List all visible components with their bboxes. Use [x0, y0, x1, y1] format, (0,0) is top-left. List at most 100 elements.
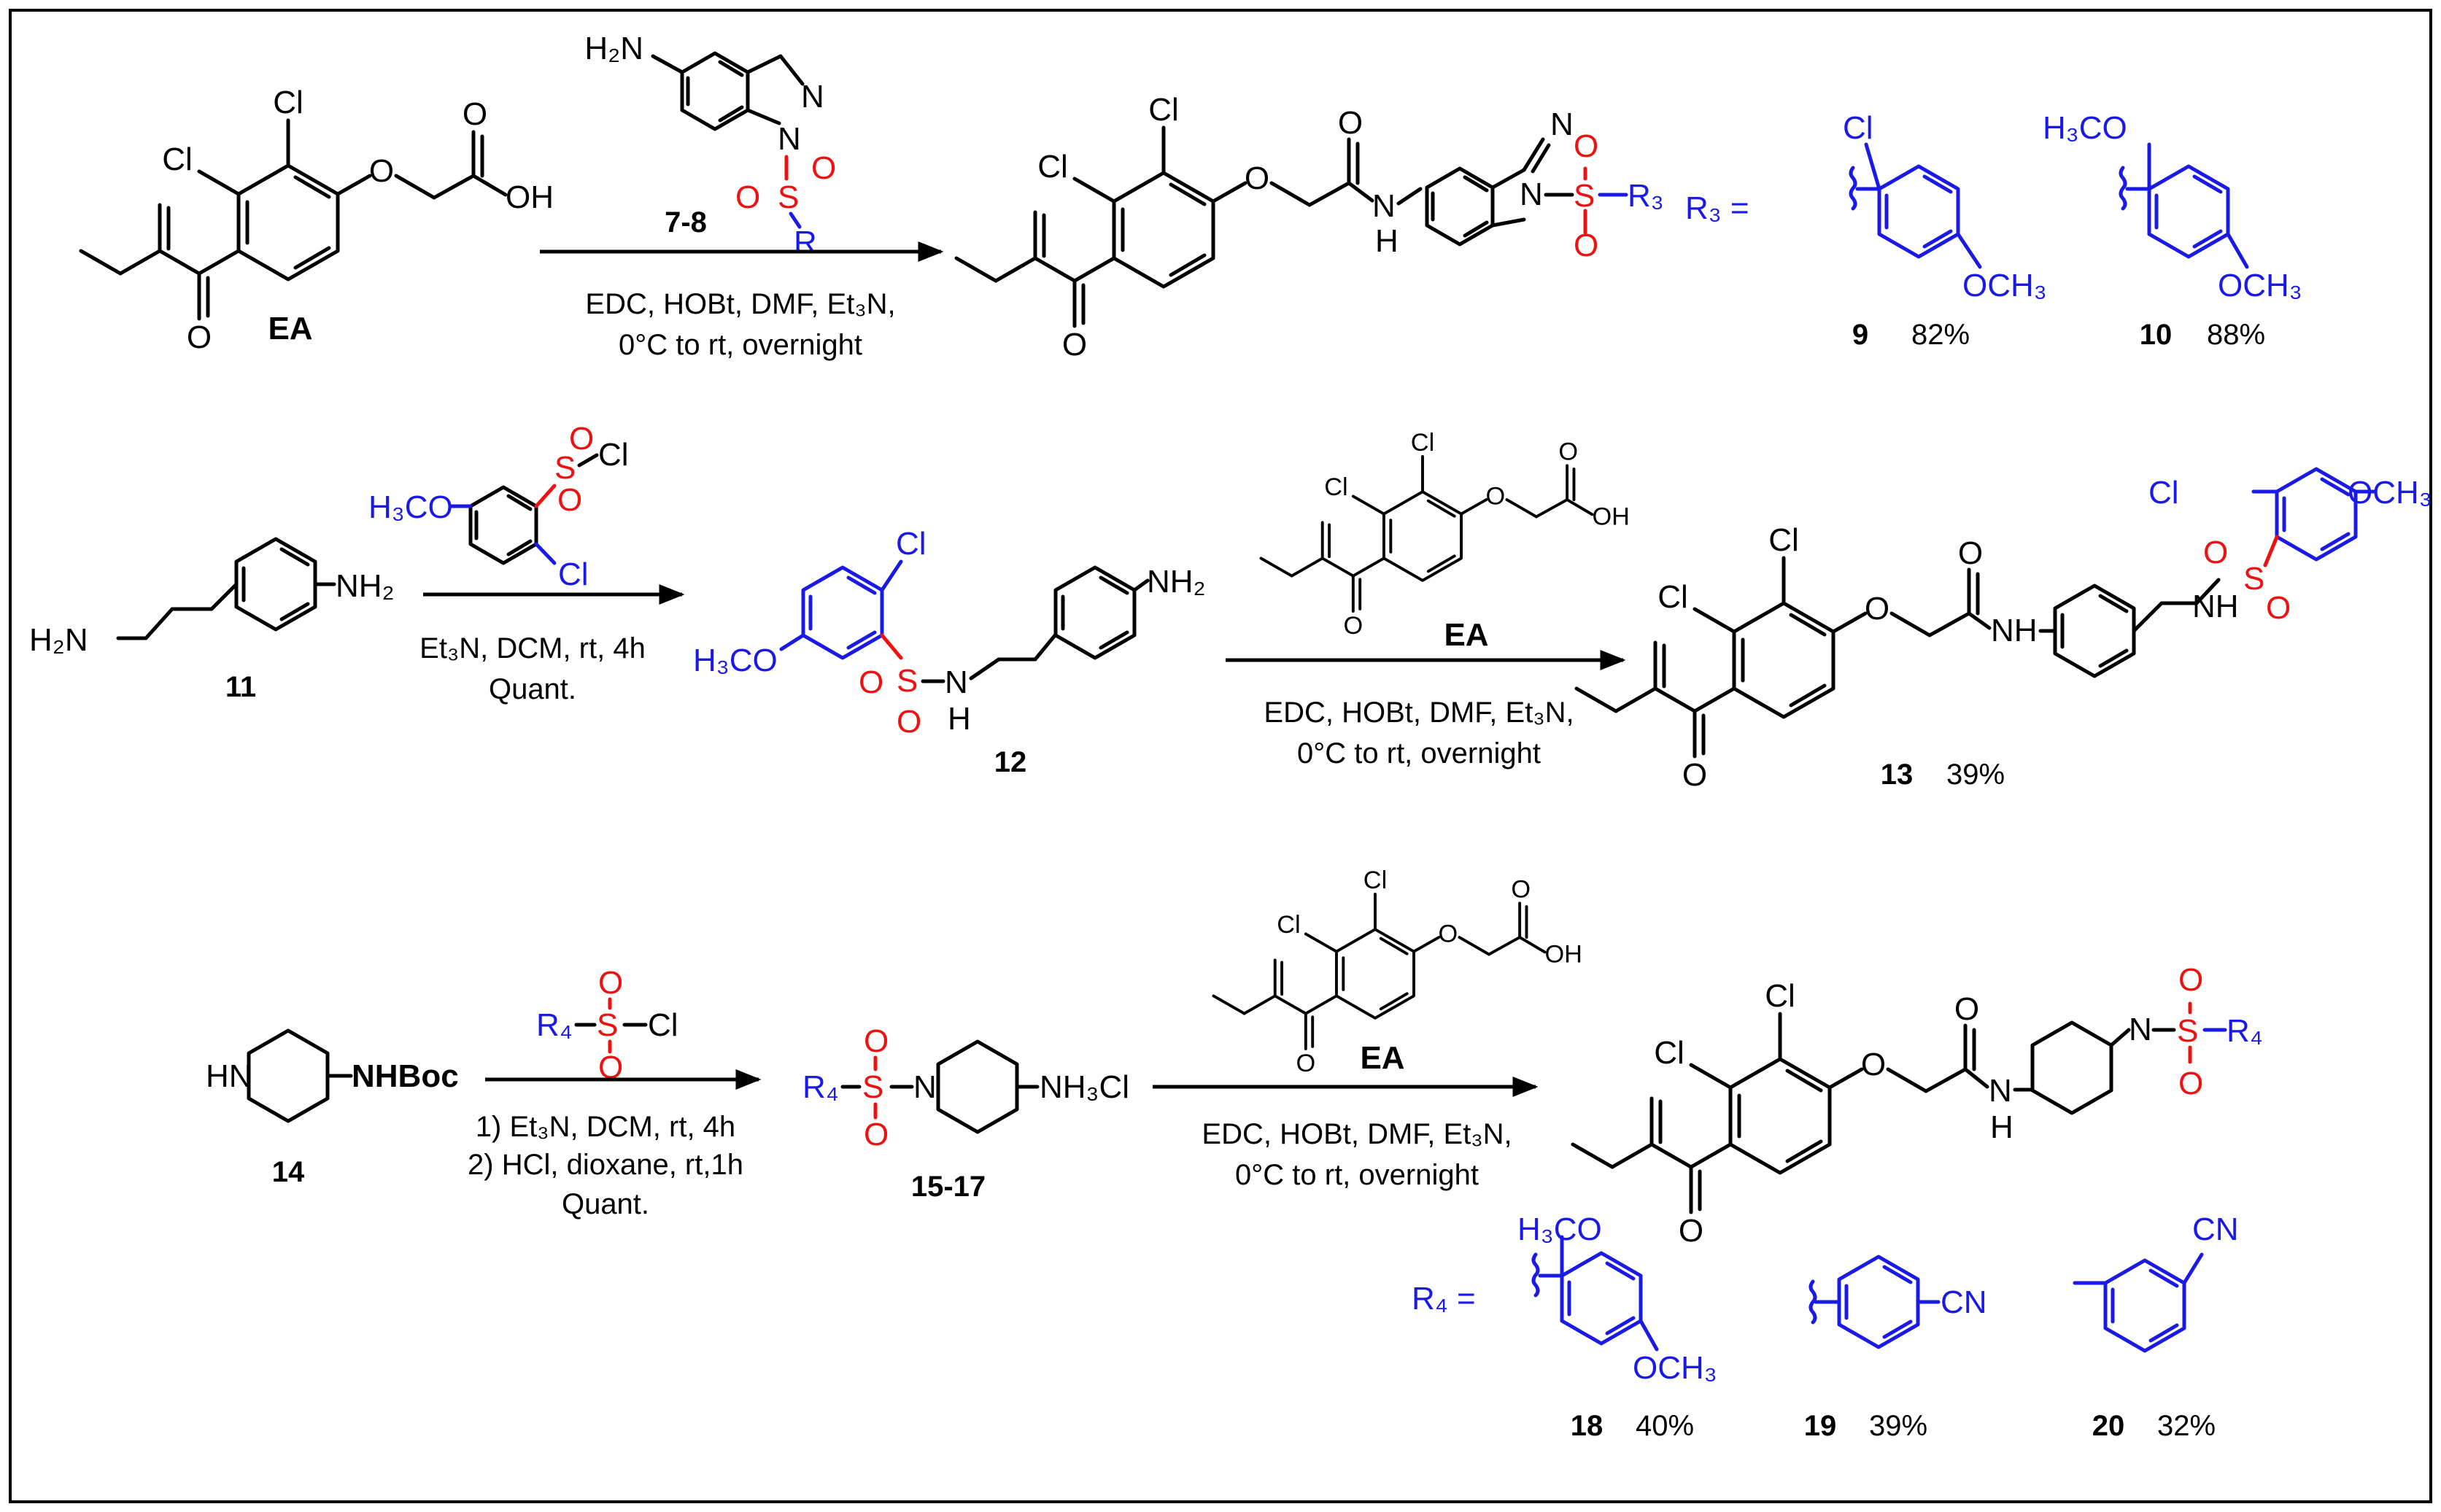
row3-conditions1-2: 2) HCl, dioxane, rt,1h [468, 1149, 743, 1181]
variant-9-structure: Cl OCH₃ [1843, 110, 2047, 303]
variant-18-sub1: H₃CO [1517, 1211, 1602, 1247]
row3-reagent-o1: O [598, 965, 623, 1001]
c15-n: N [913, 1069, 937, 1105]
reagent-s: S [778, 179, 799, 215]
variant-10-sub2: OCH₃ [2218, 268, 2302, 303]
ea-label: EA [268, 311, 312, 346]
compound-11-structure [116, 539, 336, 640]
p1-r3: R₃ [1628, 178, 1664, 214]
row2-ea-label: EA [1444, 617, 1488, 653]
p13-aryl [2251, 469, 2377, 567]
p13-nh: NH [1991, 613, 2038, 648]
variant-20-cn: CN [2192, 1211, 2239, 1247]
reagent-r: R [794, 225, 817, 260]
compound-11-label: 11 [225, 671, 256, 703]
c15-nh3cl: NH₃Cl [1040, 1069, 1129, 1105]
p18-s-o1: O [2178, 962, 2203, 998]
p13-s-o2: O [2266, 590, 2291, 626]
row2-ea-structure: Cl Cl O O O OH [1259, 429, 1630, 640]
variant-18-structure [1531, 1235, 1659, 1352]
compound-14-label: 14 [272, 1156, 305, 1188]
row3-conditions2-2: 0°C to rt, overnight [1235, 1159, 1479, 1191]
c12-h: H [948, 701, 971, 737]
c12-o2: O [897, 704, 921, 740]
r3ea-o: O [1438, 920, 1458, 947]
c15-s: S [862, 1069, 883, 1105]
variant-19-structure [1808, 1257, 1941, 1347]
product-9-10: Cl Cl O O O N H N N S O O [956, 92, 1664, 363]
row2-conditions2-1: EDC, HOBt, DMF, Et₃N, [1264, 697, 1574, 729]
product-13-structure: Cl Cl O O O NH [1577, 522, 2221, 793]
c12-s: S [897, 663, 918, 699]
row2-conditions1-2: Quant. [489, 673, 576, 705]
variant-19-id: 19 [1804, 1410, 1837, 1442]
p18-o-ether: O [1861, 1047, 1886, 1082]
reagent-n2: N [801, 79, 824, 115]
c12-n: N [945, 664, 968, 700]
row3-reagent-cl: Cl [648, 1007, 678, 1043]
variant-10-id: 10 [2140, 319, 2173, 351]
r2ea-o-acid: O [1558, 438, 1578, 465]
reagent-7-8: H₂N N N S O O R [584, 31, 836, 260]
compound-12-label: 12 [994, 746, 1027, 778]
r4-definition: R₄ = [1412, 1281, 1476, 1317]
variant-18-id: 18 [1571, 1410, 1604, 1442]
p1-nh-n: N [1372, 188, 1396, 224]
compound-14-structure [249, 1031, 353, 1121]
variant-10-sub1: H₃CO [2043, 110, 2127, 146]
row3-ea-structure: Cl Cl O O O OH [1212, 867, 1582, 1077]
p1-s-o1: O [1574, 128, 1598, 164]
reagent-o2: O [735, 179, 760, 215]
p13-s: S [2243, 561, 2264, 597]
r2ea-o: O [1485, 482, 1505, 510]
atom-cl-2: Cl [162, 141, 193, 177]
row1-conditions-1: EDC, HOBt, DMF, Et₃N, [585, 288, 895, 320]
variant-20-yield: 32% [2157, 1410, 2216, 1442]
p13-cl-2: Cl [1657, 579, 1688, 615]
p18-n: N [1989, 1073, 2012, 1109]
r2reag-o2: O [557, 482, 582, 518]
p13-sulfonamide-nh: NH [2192, 589, 2239, 624]
p13-s-o1: O [2203, 535, 2228, 570]
p18-h: H [1990, 1109, 2013, 1145]
r2reag-s: S [554, 450, 576, 486]
variant-9-sub1: Cl [1843, 110, 1873, 146]
variant-9-yield: 82% [1911, 319, 1970, 351]
compound-15-17-label: 15-17 [911, 1171, 986, 1203]
reagent-o1: O [811, 150, 836, 186]
variant-9-id: 9 [1852, 319, 1868, 351]
p18-cl-1: Cl [1765, 978, 1795, 1014]
reagent-n1: N [778, 121, 801, 157]
p18-s-o2: O [2178, 1066, 2203, 1101]
row2-conditions1-1: Et₃N, DCM, rt, 4h [419, 632, 646, 664]
row2-reagent-structure: S O O Cl [449, 421, 629, 565]
c15-o2: O [864, 1117, 889, 1152]
variant-20-id: 20 [2092, 1410, 2125, 1442]
compound-15-ring [938, 1042, 1040, 1132]
p1-n-1: N [1520, 177, 1543, 212]
row3-conditions1-1: 1) Et₃N, DCM, rt, 4h [476, 1111, 735, 1143]
r3ea-cl-2: Cl [1277, 911, 1300, 939]
row3-conditions1-3: Quant. [562, 1188, 649, 1220]
p13-o-ketone: O [1682, 757, 1707, 793]
p18-s: S [2177, 1013, 2198, 1049]
p1-cl-1: Cl [1148, 92, 1179, 128]
r3ea-cl-1: Cl [1363, 867, 1387, 894]
atom-o-acid: O [463, 96, 487, 132]
p18-cl-2: Cl [1654, 1035, 1684, 1071]
product-13-id: 13 [1881, 759, 1914, 791]
row1-conditions-2: 0°C to rt, overnight [619, 329, 862, 361]
atom-o-ether: O [369, 153, 394, 189]
r3ea-oh: OH [1544, 940, 1582, 968]
r2ea-cl-1: Cl [1411, 429, 1434, 457]
r2ea-oh: OH [1592, 503, 1629, 530]
r2ea-cl-2: Cl [1324, 473, 1347, 501]
r2reag-o1: O [569, 421, 594, 457]
p18-o-amide: O [1954, 991, 1979, 1027]
p1-cl-2: Cl [1037, 149, 1068, 185]
row3-reagent-r4: R₄ [536, 1007, 573, 1043]
product-13-yield: 39% [1946, 759, 2005, 791]
p1-o-amide: O [1338, 105, 1363, 141]
r2reag-cl: Cl [598, 437, 629, 473]
atom-o-ketone: O [187, 319, 212, 355]
